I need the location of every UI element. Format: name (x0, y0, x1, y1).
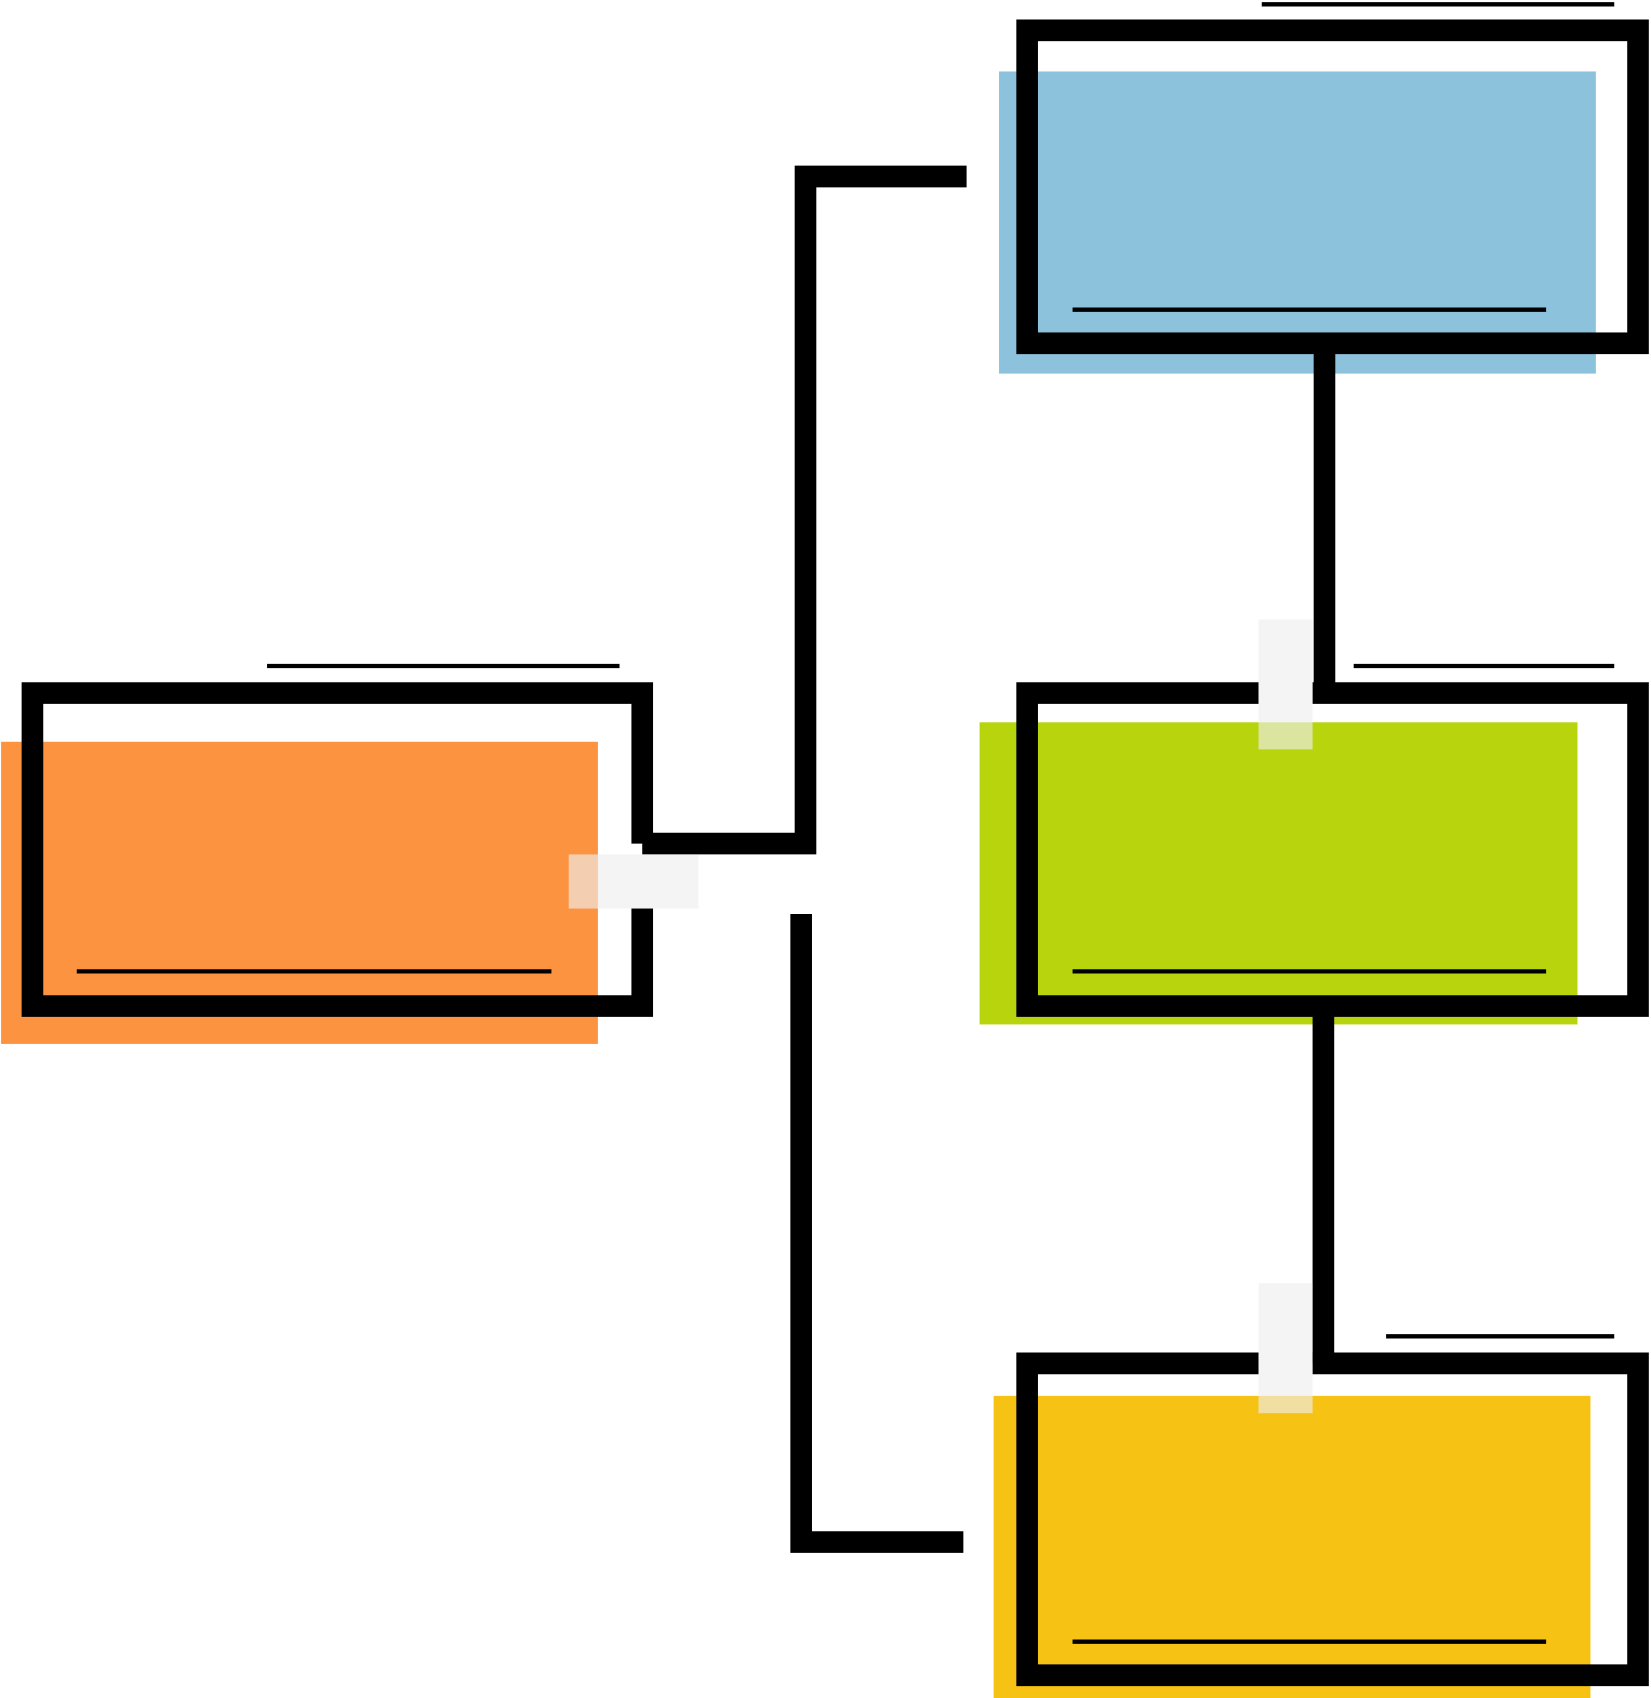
middle-gap-patch (1258, 619, 1313, 750)
left-box-frame (21, 682, 654, 1017)
bottom-box-fill (993, 1395, 1591, 1698)
top-box-fill (999, 71, 1596, 374)
bottom-box-frame (1016, 1352, 1649, 1687)
connector-left-to-top (642, 165, 967, 855)
bottom-gap-patch (1258, 1283, 1313, 1414)
left-box-fill (1, 741, 598, 1044)
connector-left-to-bottom (790, 913, 964, 1553)
left-gap-patch (568, 854, 699, 909)
middle-box-fill (979, 722, 1578, 1025)
